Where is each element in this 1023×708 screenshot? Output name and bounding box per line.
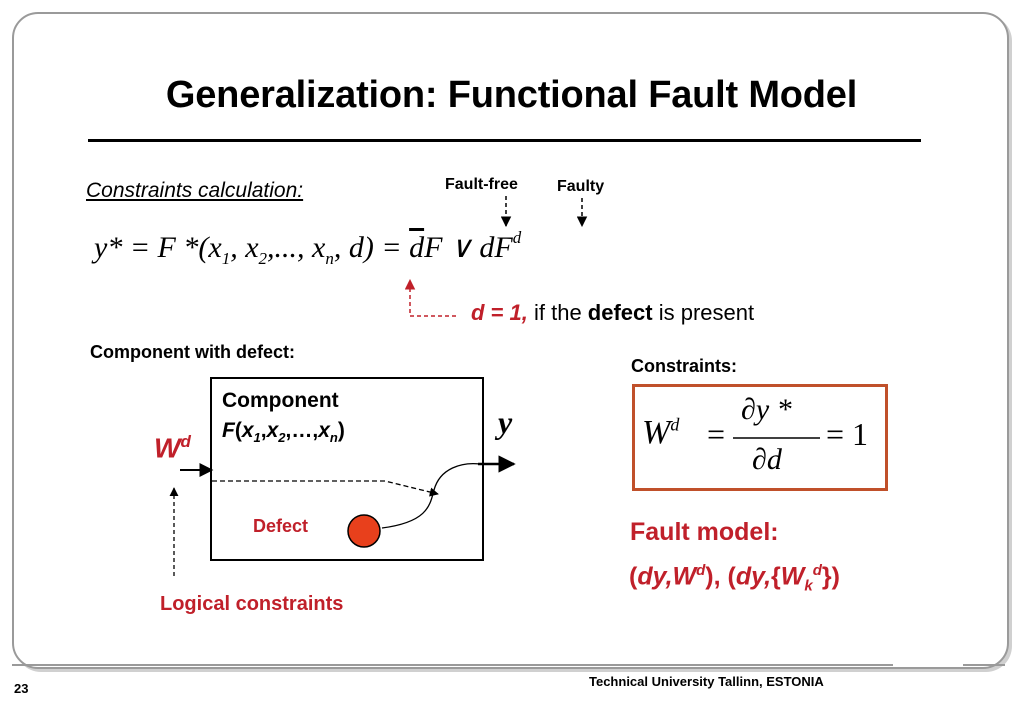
defect-label: Defect (253, 516, 309, 536)
footer-institution: Technical University Tallinn, ESTONIA (589, 674, 824, 689)
func-open: ( (234, 419, 242, 442)
formula-mid-1: , x (230, 231, 259, 264)
slide-frame (12, 12, 1009, 669)
formula-sup: d (512, 228, 522, 247)
d-note-pre: if the (527, 300, 588, 325)
func-F: F (222, 419, 235, 442)
defect-curve (381, 462, 481, 529)
func-close: ) (337, 419, 345, 442)
cf-numerator: ∂y * (741, 393, 792, 426)
formula-sub-n: n (325, 249, 334, 268)
constraint-W: Wd (642, 414, 679, 452)
page-number: 23 (14, 681, 29, 696)
d-note-post: is present (652, 300, 755, 325)
component-with-defect-label: Component with defect: (90, 342, 295, 362)
fm-Wk: W (780, 562, 805, 591)
component-function: F(x1,x2,…,xn) (222, 419, 345, 445)
func-sub2: 2 (278, 430, 286, 446)
faulty-label: Faulty (557, 178, 605, 195)
cf-eq: = (707, 416, 726, 452)
logical-constraints-label: Logical constraints (160, 593, 344, 615)
constraint-formula: y* = F *(x1, x2,..., xn, d) = dF ∨ dFd (94, 228, 521, 269)
d-note-emph: defect (587, 300, 653, 325)
defect-dot (347, 514, 381, 548)
fm-dy: dy,W (637, 562, 697, 591)
fm-p1: ( (629, 562, 638, 591)
defect-condition-note: d = 1, if the defect is present (471, 300, 754, 326)
formula-rest-1: , d) = (333, 231, 410, 264)
d-pointer-arrow (404, 278, 456, 317)
component-name: Component (222, 389, 339, 412)
formula-sub-1: 1 (221, 249, 231, 268)
fm-brace-open: { (771, 562, 781, 591)
fm-p3: ) (831, 562, 840, 591)
func-xn: x (318, 419, 330, 442)
fm-dy2: dy, (735, 562, 772, 591)
input-wd-label: Wd (154, 432, 191, 464)
constraints-calculation-label: Constraints calculation: (86, 179, 304, 202)
wd-W: W (154, 432, 181, 464)
fm-sup1: d (696, 562, 706, 579)
d-equals-one: d = 1 (471, 300, 522, 325)
d-note-comma: , (521, 300, 528, 325)
cf-eq1: = 1 (826, 416, 869, 452)
func-x2: x (266, 419, 279, 442)
title-divider (88, 139, 921, 142)
formula-sub-2: 2 (258, 249, 268, 268)
output-y-label: y (498, 404, 513, 440)
fm-brace-close: } (821, 562, 832, 591)
cf-denominator: ∂d (752, 443, 782, 476)
formula-dbar: d (409, 231, 425, 264)
constraints-header: Constraints: (631, 356, 738, 376)
func-comma: , (260, 419, 267, 442)
wd-sup: d (180, 432, 191, 451)
slide-title: Generalization: Functional Fault Model (165, 74, 858, 116)
func-sub1: 1 (253, 430, 261, 446)
func-x1: x (241, 419, 254, 442)
fault-model-title: Fault model: (630, 518, 779, 546)
fault-free-label: Fault-free (445, 176, 518, 193)
formula-rest-2: F ∨ dF (424, 231, 513, 264)
formula-mid-2: ,..., x (267, 231, 326, 264)
fm-sup2: d (812, 562, 822, 579)
func-subn: n (329, 430, 338, 446)
fault-model-expression: (dy,Wd), (dy,{Wkd}) (629, 562, 840, 594)
internal-dashed-path (212, 480, 439, 497)
fm-p2: ), ( (705, 562, 736, 591)
fm-sub-k: k (804, 577, 813, 595)
cf-sup: d (670, 414, 680, 435)
formula-lhs: y* = F *(x (94, 231, 222, 264)
func-dots: ,…, (285, 419, 319, 442)
cf-W: W (642, 414, 671, 451)
